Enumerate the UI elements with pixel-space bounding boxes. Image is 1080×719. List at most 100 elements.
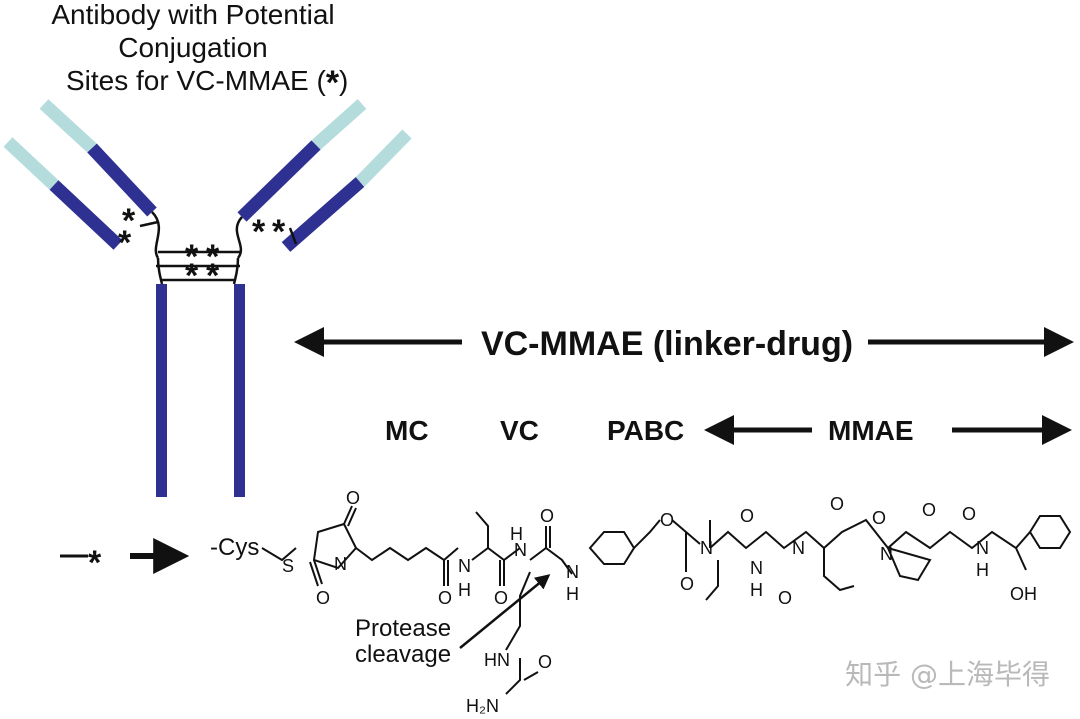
site-star: * — [272, 213, 286, 251]
light-link-left — [139, 220, 159, 228]
valine-sidechain — [475, 511, 489, 548]
carbonyl-top — [343, 505, 353, 525]
valine-backbone — [471, 546, 521, 562]
atom-o: O — [740, 506, 754, 526]
light-chain-tip — [355, 129, 412, 187]
legend-star: * — [88, 544, 102, 582]
right-hinge-lower — [232, 257, 240, 285]
carbonyl-bottom-2 — [309, 561, 319, 587]
right-hinge-curve — [235, 216, 243, 259]
pyrrolidine-ring — [886, 546, 932, 582]
segment-labels: MC VC PABC MMAE — [385, 415, 914, 446]
protease-annotation: Protease cleavage — [355, 574, 551, 668]
caproyl-chain — [355, 546, 459, 562]
cleavage-arrow — [459, 574, 551, 649]
atom-o: O — [540, 506, 554, 526]
atom-h: H — [458, 580, 471, 600]
atom-o: O — [680, 574, 694, 594]
atom-n: N — [566, 562, 579, 582]
linker-drug-span: VC-MMAE (linker-drug) — [294, 325, 1074, 363]
urea-group — [505, 658, 521, 695]
carbonyl-bottom — [313, 559, 323, 585]
site-star: * — [252, 213, 266, 251]
heavy-chain-body — [87, 143, 157, 217]
title-line-3-text: Sites for VC-MMAE ( — [66, 65, 326, 96]
hinge-disulfides — [139, 211, 298, 285]
title-line-1: Antibody with Potential — [51, 0, 334, 30]
linker-drug-label: VC-MMAE (linker-drug) — [481, 325, 853, 363]
legend-star-arrow: * — [60, 538, 190, 582]
atom-o: O — [830, 494, 844, 514]
atom-h: H — [510, 524, 523, 544]
right-heavy-chain-fab — [237, 99, 367, 222]
mmae-isopropyl — [705, 560, 719, 601]
atom-o: O — [660, 510, 674, 530]
atom-o: O — [438, 588, 452, 608]
title-line-2: Conjugation — [118, 32, 267, 63]
light-chain-tip — [3, 137, 59, 190]
left-light-chain — [3, 137, 123, 250]
fc-stem-left — [156, 284, 167, 497]
atom-h: H — [976, 560, 989, 580]
title-star: * — [326, 64, 340, 102]
atom-n: N — [458, 556, 471, 576]
atom-n: N — [334, 554, 347, 574]
atom-n: N — [750, 558, 763, 578]
left-heavy-chain-fab — [39, 99, 157, 217]
light-chain-body — [281, 177, 365, 252]
chemical-structure — [261, 505, 1072, 695]
light-chain-body — [49, 180, 123, 250]
site-star: * — [185, 257, 199, 295]
citrulline-backbone — [529, 546, 573, 575]
site-star: * — [118, 224, 132, 262]
protease-label-1: Protease — [355, 615, 451, 642]
succinimide-ring — [312, 522, 358, 570]
segment-pabc: PABC — [607, 415, 684, 446]
light-link-right — [288, 227, 298, 245]
atom-labels: -Cys S O O N O N H O N H O N H O O N O N… — [210, 488, 1037, 716]
conjugation-sites: * * * * * * * * — [118, 202, 286, 295]
heavy-chain-body — [237, 140, 321, 222]
atom-o: O — [346, 488, 360, 508]
cys-s-bond — [261, 547, 297, 562]
atom-o: O — [538, 652, 552, 672]
heavy-chain-tip — [311, 99, 367, 150]
atom-n: N — [514, 540, 527, 560]
antibody: * * * * * * * * — [3, 99, 412, 497]
protease-label-2: cleavage — [355, 641, 451, 668]
atom-o: O — [962, 504, 976, 524]
atom-o: O — [872, 508, 886, 528]
phenyl-ring — [1028, 515, 1072, 549]
mmae-sec-butyl — [823, 548, 855, 592]
atom-h: H — [750, 580, 763, 600]
atom-oh: OH — [1010, 584, 1037, 604]
segment-mc: MC — [385, 415, 429, 446]
atom-n: N — [976, 538, 989, 558]
atom-n: N — [880, 544, 893, 564]
mmae-backbone — [709, 518, 1027, 571]
left-hinge-lower — [156, 257, 164, 285]
atom-h: H — [566, 584, 579, 604]
atom-o: O — [922, 500, 936, 520]
right-light-chain — [281, 129, 412, 252]
citrulline-sidechain — [505, 571, 531, 651]
atom-h2n: H₂N — [466, 696, 499, 716]
fc-stem-right — [234, 284, 245, 497]
urea-o — [523, 671, 539, 681]
atom-o: O — [778, 588, 792, 608]
phenyl-link — [1015, 531, 1031, 549]
atom-n: N — [792, 538, 805, 558]
atom-hn: HN — [484, 650, 510, 670]
site-star: * — [206, 257, 220, 295]
left-hinge-curve — [151, 211, 161, 259]
title-line-3: Sites for VC-MMAE (*) — [66, 64, 348, 102]
atom-cys: -Cys — [210, 534, 259, 561]
atom-o: O — [316, 588, 330, 608]
site-star: * — [185, 238, 199, 276]
segment-vc: VC — [500, 415, 539, 446]
heavy-chain-tip — [39, 99, 97, 153]
atom-o: O — [494, 588, 508, 608]
watermark: 知乎 @上海毕得 — [845, 658, 1050, 691]
